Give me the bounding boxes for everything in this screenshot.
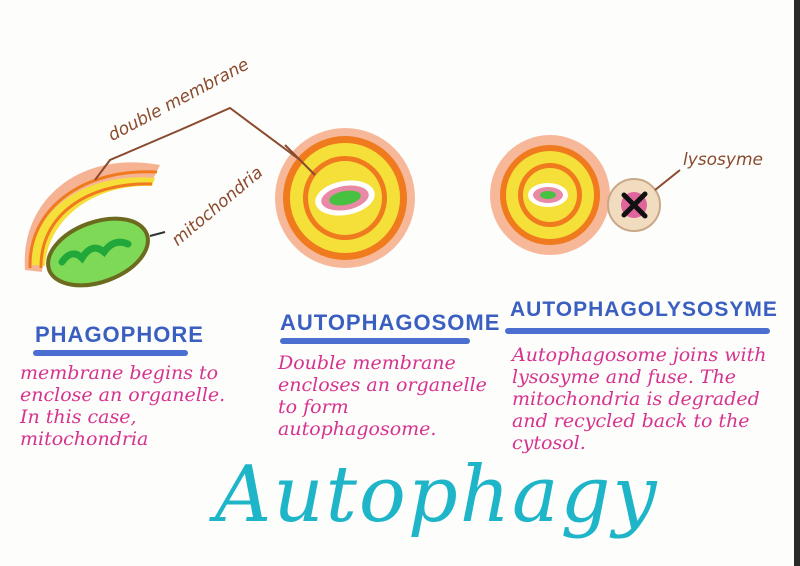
page-title: Autophagy — [215, 450, 659, 540]
underline — [505, 328, 770, 334]
autophagosome-drawing — [275, 128, 415, 268]
heading-phagophore: PHAGOPHORE — [35, 322, 204, 347]
description-autophagolysosyme: Autophagosome joins with lysosyme and fu… — [512, 344, 767, 454]
phagophore-drawing — [24, 162, 161, 272]
autophagolysosome-drawing — [490, 135, 610, 255]
lysosome-drawing — [607, 169, 681, 232]
underline — [280, 338, 470, 344]
double-membrane-pointer — [94, 106, 301, 181]
label-lysosyme: lysosyme — [683, 150, 763, 170]
heading-autophagosome: AUTOPHAGOSOME — [280, 310, 501, 335]
underline — [33, 350, 188, 356]
description-phagophore: membrane begins to enclose an organelle.… — [20, 362, 226, 450]
mitochondria-drawing — [46, 216, 166, 288]
description-autophagosome: Double membrane encloses an organelle to… — [278, 352, 487, 440]
heading-autophagolysosyme: AUTOPHAGOLYSOSYME — [510, 298, 778, 321]
scan-edge — [794, 0, 800, 566]
